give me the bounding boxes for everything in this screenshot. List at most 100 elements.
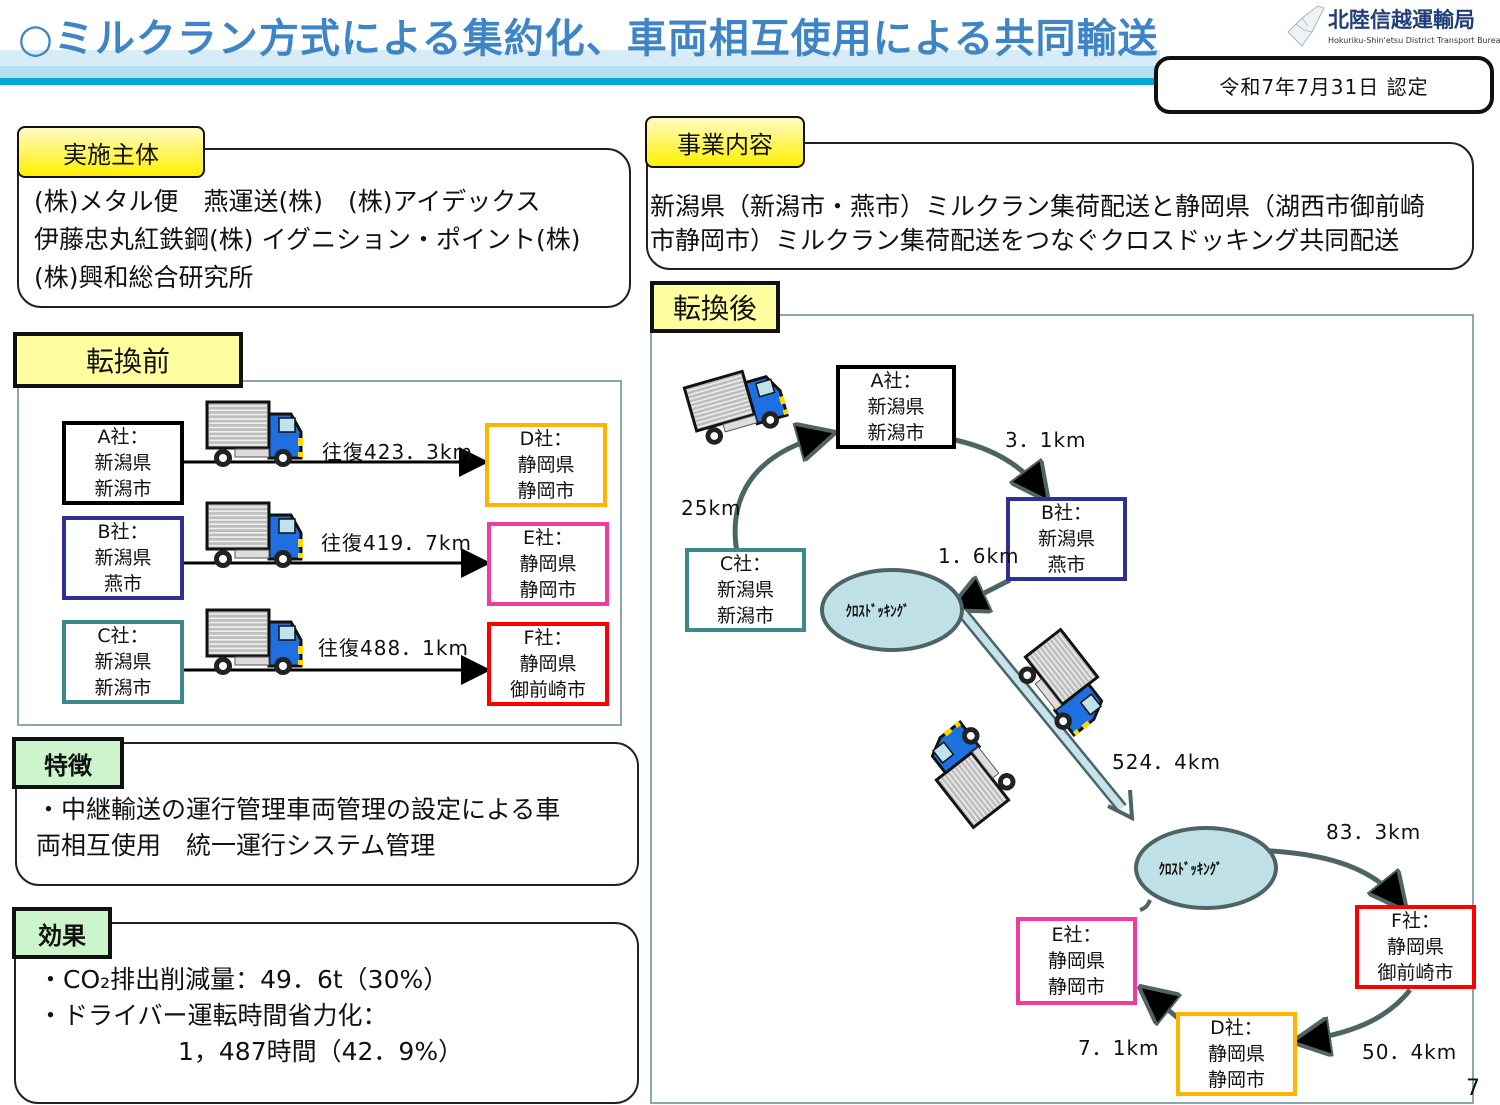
origin-company-box: A社：新潟県新潟市 [62,421,184,505]
company-city: 新潟市 [94,478,152,500]
before-label: 転換前 [13,332,243,388]
distance-crossdock-to-f: 83．3km [1326,820,1422,844]
crossdock-node [820,568,964,652]
title-band-dark [0,78,1160,85]
route-distance: 往復419．7km [321,531,472,555]
company-pref: 新潟県 [716,579,774,601]
approval-date-badge: 令和7年7月31日 認定 [1154,56,1494,114]
truck-icon [204,398,306,472]
company-city: 新潟市 [716,605,774,627]
company-city: 御前崎市 [1377,962,1454,984]
company-city: 静岡市 [1047,976,1105,998]
trunk-arrow [957,608,1135,822]
business-line: 市静岡市）ミルクラン集荷配送をつなぐクロスドッキング共同配送 [650,226,1400,255]
company-name: A社： [870,370,922,392]
implementers-list: (株)メタル便 燕運送(株) (株)アイデックス 伊藤忠丸紅鉄鋼(株) イグニシ… [34,183,580,297]
org-name: 北陸信越運輸局 [1328,8,1475,32]
route-d-to-e [1150,995,1178,1018]
features-text: ・中継輸送の運行管理車両管理の設定による車 両相互使用 統一運行システム管理 [36,792,560,864]
truck-icon [678,357,798,455]
company-city: 静岡市 [517,480,575,502]
truck-icon [910,708,1031,834]
after-label: 転換後 [650,281,780,333]
feature-line: ・中継輸送の運行管理車両管理の設定による車 [36,795,561,824]
distance-a-to-b: 3．1km [1005,428,1087,452]
company-city: 燕市 [1047,554,1086,576]
company-name: F社： [1391,910,1440,932]
company-city: 御前崎市 [509,679,586,701]
company-city: 静岡市 [1207,1069,1265,1091]
route-distance: 往復423．3km [322,440,473,464]
company-pref: 新潟県 [94,547,152,569]
effects-label: 効果 [12,907,112,959]
distance-b-to-crossdock: 1．6km [938,544,1020,568]
effects-box [14,922,639,1104]
company-box-c: C社： 新潟県新潟市 [685,548,806,632]
effect-co2: ・CO₂排出削減量：49．6t（30%） [38,965,449,994]
company-city: 新潟市 [94,677,152,699]
company-box-f: F社： 静岡県御前崎市 [1355,905,1476,989]
route-b-to-crossdock [962,580,1012,604]
page-title: ○ミルクラン方式による集約化、車両相互使用による共同輸送 [18,16,1159,62]
company-name: C社： [719,553,772,575]
implementers-label: 実施主体 [17,126,205,178]
route-distance: 往復488．1km [318,636,469,660]
company-name: A社： [97,426,149,448]
company-name: B社： [1040,502,1093,524]
company-name: E社： [1051,924,1102,946]
features-label: 特徴 [12,737,124,789]
destination-company-box: E社：静岡県静岡市 [487,522,609,606]
truck-icon [204,499,306,573]
company-box-a: A社：新潟県新潟市 [836,365,956,449]
distance-f-to-d: 50．4km [1362,1040,1458,1064]
crossdock-label: ｸﾛｽﾄﾞｯｷﾝｸﾞ [845,602,910,620]
implementer-line: (株)メタル便 燕運送(株) (株)アイデックス [34,187,541,216]
route-crossdock-to-f [1249,847,1398,900]
company-name: B社： [97,521,149,543]
truck-icon [204,606,306,680]
company-box-b: B社： 新潟県燕市 [1006,497,1127,581]
company-pref: 新潟県 [867,396,925,418]
title-band-mid [0,66,1160,78]
distance-c-to-a: 25km [681,496,742,520]
route-f-to-d [1306,988,1412,1040]
company-box-d: D社： 静岡県静岡市 [1176,1012,1297,1096]
crossdock-node [1134,826,1278,910]
company-pref: 静岡県 [1207,1043,1265,1065]
company-pref: 静岡県 [1047,950,1105,972]
company-pref: 新潟県 [1037,528,1095,550]
destination-company-box: F社：静岡県御前崎市 [487,622,609,706]
distance-trunk: 524．4km [1112,750,1221,774]
business-description: 新潟県（新潟市・燕市）ミルクラン集荷配送と静岡県（湖西市御前崎 市静岡市）ミルク… [650,190,1425,258]
company-city: 燕市 [103,573,142,595]
effect-driver-hours: 1，487時間（42．9%） [178,1037,464,1066]
company-city: 静岡市 [519,579,577,601]
company-pref: 新潟県 [94,651,152,673]
crossdock-tail [1139,899,1152,912]
route-a-to-b [954,437,1040,490]
title-band-light [0,50,1160,66]
effects-text: ・CO₂排出削減量：49．6t（30%） ・ドライバー運転時間省力化： 1，48… [38,962,463,1070]
company-name: F社： [523,627,573,649]
company-name: E社： [522,527,573,549]
effect-driver-time: ・ドライバー運転時間省力化： [38,1001,388,1030]
implementer-line: (株)興和総合研究所 [34,263,254,292]
company-pref: 静岡県 [517,454,575,476]
company-name: D社： [519,428,573,450]
destination-company-box: D社： 静岡県静岡市 [485,423,607,507]
company-pref: 静岡県 [1386,936,1444,958]
feature-line: 両相互使用 統一運行システム管理 [36,831,436,860]
implementer-line: 伊藤忠丸紅鉄鋼(株) イグニション・ポイント(株) [34,225,581,254]
business-line: 新潟県（新潟市・燕市）ミルクラン集荷配送と静岡県（湖西市御前崎 [650,192,1426,221]
truck-icon [1004,623,1125,749]
map-logo-icon [1287,5,1325,47]
company-name: D社： [1210,1017,1263,1039]
page-number: 7 [1466,1076,1480,1101]
distance-d-to-e: 7．1km [1078,1036,1160,1060]
crossdock-label: ｸﾛｽﾄﾞｯｷﾝｸﾞ [1158,860,1223,878]
org-name-en: Hokuriku-Shin'etsu District Transport Bu… [1328,36,1500,45]
company-name: C社： [97,625,149,647]
origin-company-box: C社： 新潟県新潟市 [62,620,184,704]
